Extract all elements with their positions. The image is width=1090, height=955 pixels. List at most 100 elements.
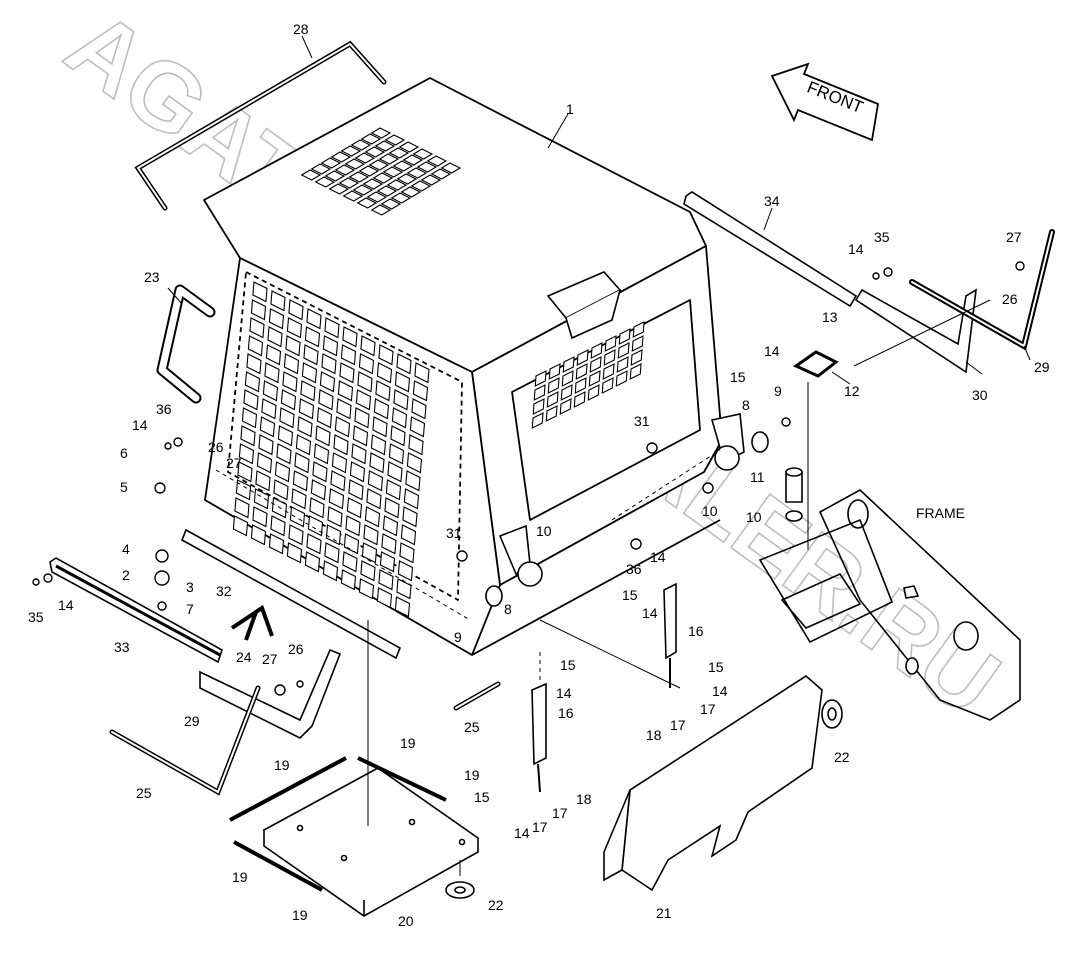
rear-slot — [382, 515, 399, 537]
rear-slot — [400, 524, 417, 546]
rear-slot — [268, 308, 285, 330]
rear-slot — [367, 470, 384, 492]
rear-slot — [315, 425, 331, 447]
callout-13: 13 — [822, 309, 838, 325]
rear-slot — [393, 389, 409, 411]
roof-slot — [370, 204, 392, 216]
rear-slot — [304, 551, 321, 573]
callout-24: 24 — [236, 649, 252, 665]
rear-slot — [256, 452, 273, 474]
rear-slot — [249, 317, 265, 339]
rear-slot — [361, 542, 378, 564]
callout-15: 15 — [708, 659, 724, 675]
hinges — [485, 413, 769, 607]
window-grille — [531, 321, 645, 429]
rear-slot — [354, 407, 370, 429]
rear-slot — [321, 353, 337, 375]
rear-slot — [253, 488, 270, 510]
window-slot — [590, 342, 603, 359]
rear-slot — [237, 461, 253, 483]
callout-10: 10 — [702, 503, 718, 519]
roof-slot — [320, 157, 342, 169]
rear-slot — [265, 344, 282, 366]
window-slot — [575, 363, 588, 380]
callout-20: 20 — [398, 913, 414, 929]
fasteners — [32, 261, 1025, 696]
window-slot — [534, 370, 547, 387]
rear-slot — [327, 506, 343, 528]
roof-slot — [386, 179, 408, 191]
rear-slot — [351, 443, 367, 465]
part-21-panel — [603, 675, 823, 892]
part-11-knob — [785, 467, 803, 522]
roof-slot — [420, 174, 442, 186]
rear-slot — [385, 479, 402, 501]
rear-slot — [309, 497, 325, 519]
window-slot — [632, 321, 645, 338]
roof-slot — [412, 148, 434, 160]
rear-slot — [378, 569, 394, 591]
window-slot — [573, 391, 586, 408]
callout-26: 26 — [288, 641, 304, 657]
rear-slot — [285, 335, 301, 357]
rear-slot — [267, 326, 283, 348]
roof-slot — [350, 139, 372, 151]
rear-slot — [406, 452, 423, 474]
callout-22: 22 — [834, 749, 850, 765]
window-slot — [631, 335, 644, 352]
callout-8: 8 — [504, 601, 512, 617]
roof-slot — [372, 172, 394, 184]
rear-slot — [343, 533, 360, 555]
callout-6: 6 — [120, 445, 128, 461]
callout-18: 18 — [646, 727, 662, 743]
roof-slot — [334, 164, 356, 176]
callout-27: 27 — [262, 651, 278, 667]
rear-slot — [306, 308, 322, 330]
callout-14: 14 — [650, 549, 666, 565]
part-29-right-bracket — [909, 229, 1055, 351]
callout-26: 26 — [1002, 291, 1018, 307]
roof-slot — [366, 191, 388, 203]
callout-14: 14 — [514, 825, 530, 841]
callout-2: 2 — [122, 567, 130, 583]
rear-slot — [283, 353, 300, 375]
roof-slot — [344, 158, 366, 170]
rear-grille — [232, 281, 430, 618]
rear-slot — [396, 578, 412, 600]
roof-slot — [300, 169, 322, 181]
rear-slot — [399, 542, 415, 564]
rear-slot — [391, 407, 408, 429]
callout-16: 16 — [558, 705, 574, 721]
rear-slot — [273, 479, 289, 501]
rear-slot — [241, 407, 258, 429]
callout-36: 36 — [156, 401, 172, 417]
rear-slot — [324, 542, 340, 564]
roof-slot — [340, 145, 362, 157]
rear-slot — [408, 434, 424, 456]
rear-slot — [252, 506, 268, 528]
roof-slot — [362, 178, 384, 190]
roof-slot — [352, 184, 374, 196]
roof-slot — [410, 180, 432, 192]
roof-slot — [314, 176, 336, 188]
callout-25: 25 — [464, 719, 480, 735]
callout-35: 35 — [874, 229, 890, 245]
rear-slot — [384, 497, 400, 519]
rear-slot — [370, 434, 387, 456]
roof-slot — [402, 154, 424, 166]
callout-5: 5 — [120, 479, 128, 495]
rear-slot — [289, 506, 306, 528]
rear-slot — [270, 515, 286, 537]
rear-slot — [306, 533, 322, 555]
rear-slot — [270, 290, 286, 312]
callout-14: 14 — [712, 683, 728, 699]
callout-10: 10 — [746, 509, 762, 525]
callout-17: 17 — [700, 701, 716, 717]
callouts: 28 1 34 35 14 27 26 13 14 15 12 29 30 23… — [28, 21, 1050, 929]
rear-slot — [303, 344, 319, 366]
rear-slot — [334, 416, 351, 438]
part-20-floor-plate — [262, 767, 480, 917]
callout-frame: FRAME — [916, 505, 965, 521]
callout-14: 14 — [848, 241, 864, 257]
